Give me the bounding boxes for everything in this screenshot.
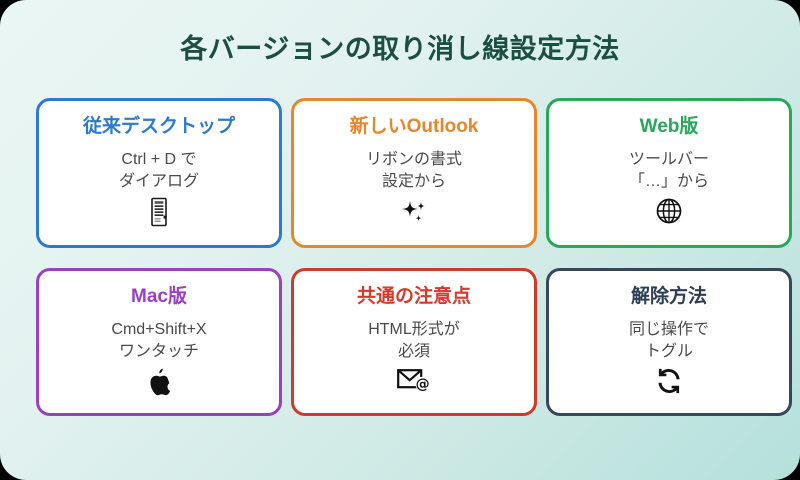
card-web-version[interactable]: Web版 ツールバー 「…」から xyxy=(546,98,792,248)
card-title: 従来デスクトップ xyxy=(82,116,235,137)
card-new-outlook[interactable]: 新しいOutlook リボンの書式 設定から xyxy=(291,98,537,248)
card-body: 同じ操作で トグル xyxy=(628,320,709,360)
card-body: Ctrl + D で ダイアログ xyxy=(118,150,199,190)
card-title: 共通の注意点 xyxy=(356,286,471,307)
sparkles-icon xyxy=(399,197,429,231)
email-icon: @ xyxy=(397,367,431,397)
card-title: 新しいOutlook xyxy=(349,116,479,137)
card-body: リボンの書式 設定から xyxy=(365,150,462,190)
card-body: ツールバー 「…」から xyxy=(628,150,709,190)
document-scroll-icon xyxy=(146,197,172,231)
title-bar: 各バージョンの取り消し線設定方法 xyxy=(0,0,800,92)
refresh-toggle-icon xyxy=(655,367,683,399)
card-grid: 従来デスクトップ Ctrl + D で ダイアログ 新しいOutlook xyxy=(36,98,792,418)
globe-icon xyxy=(655,197,683,229)
card-remove-method[interactable]: 解除方法 同じ操作で トグル xyxy=(546,268,792,416)
card-title: Mac版 xyxy=(131,286,187,307)
card-mac-version[interactable]: Mac版 Cmd+Shift+X ワンタッチ xyxy=(36,268,282,416)
card-body: HTML形式が 必須 xyxy=(368,320,460,360)
page-title: 各バージョンの取り消し線設定方法 xyxy=(180,33,620,64)
card-common-notes[interactable]: 共通の注意点 HTML形式が 必須 @ xyxy=(291,268,537,416)
apple-icon xyxy=(146,367,172,401)
card-legacy-desktop[interactable]: 従来デスクトップ Ctrl + D で ダイアログ xyxy=(36,98,282,248)
svg-text:@: @ xyxy=(416,377,430,393)
card-body: Cmd+Shift+X ワンタッチ xyxy=(111,320,207,360)
card-title: Web版 xyxy=(639,116,699,137)
card-title: 解除方法 xyxy=(630,286,707,307)
